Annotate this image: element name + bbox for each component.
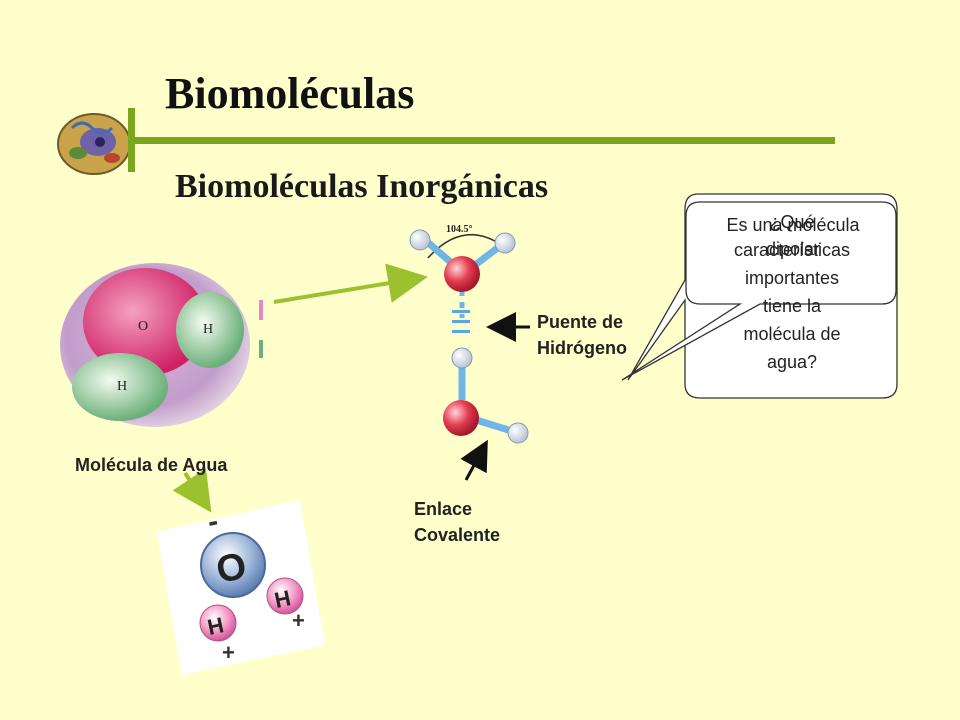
- answer-text: Es una molécula dipolar: [688, 213, 898, 261]
- answer-line: dipolar: [765, 239, 821, 259]
- arrow-enlace: [460, 439, 488, 481]
- question-line: molécula de: [743, 324, 841, 344]
- cloud-label-h1: H: [203, 322, 213, 337]
- label-enlace-line2: Covalente: [414, 525, 501, 545]
- label-molecula-agua: Molécula de Agua: [75, 455, 228, 475]
- dipole-atom-h2: H: [272, 585, 293, 613]
- cell-logo-icon: [57, 113, 131, 175]
- question-text: ¿Qué características importantes tiene l…: [692, 208, 892, 376]
- question-line: ¿Qué: [769, 212, 815, 232]
- answer-callout: [621, 201, 897, 381]
- title-underline: [128, 137, 835, 144]
- answer-line: Es una molécula: [726, 215, 860, 235]
- cloud-label-o: O: [138, 319, 148, 334]
- arrow-to-hbond: [273, 263, 428, 304]
- bond-angle-label: 104.5°: [446, 224, 473, 235]
- dipole-atom-h1: H: [205, 612, 226, 640]
- water-cloud-model: O H H: [60, 263, 250, 427]
- question-line: agua?: [766, 352, 818, 372]
- lower-water-molecule: [443, 347, 529, 444]
- question-line: importantes: [744, 268, 840, 288]
- question-line: tiene la: [762, 296, 822, 316]
- cloud-label-h2: H: [117, 379, 127, 394]
- label-puente-line2: Hidrógeno: [537, 338, 627, 358]
- upper-water-molecule: 104.5°: [409, 224, 516, 318]
- partial-charge-marks: [259, 300, 263, 358]
- dipole-illustration: - O H H + +: [157, 500, 325, 675]
- label-enlace-line1: Enlace: [414, 499, 473, 519]
- slide-title: Biomoléculas: [165, 69, 415, 118]
- question-line: características: [733, 240, 851, 260]
- label-puente-line1: Puente de: [537, 312, 624, 332]
- label-puente-hidrogeno: Puente de Hidrógeno: [537, 309, 627, 361]
- title-vertical-rule: [128, 108, 135, 172]
- arrow-to-dipole: [172, 468, 212, 513]
- slide-subtitle: Biomoléculas Inorgánicas: [175, 168, 549, 205]
- dipole-plus-sign-1: +: [222, 640, 235, 665]
- dipole-plus-sign-2: +: [292, 608, 305, 633]
- label-enlace-covalente: Enlace Covalente: [414, 496, 500, 548]
